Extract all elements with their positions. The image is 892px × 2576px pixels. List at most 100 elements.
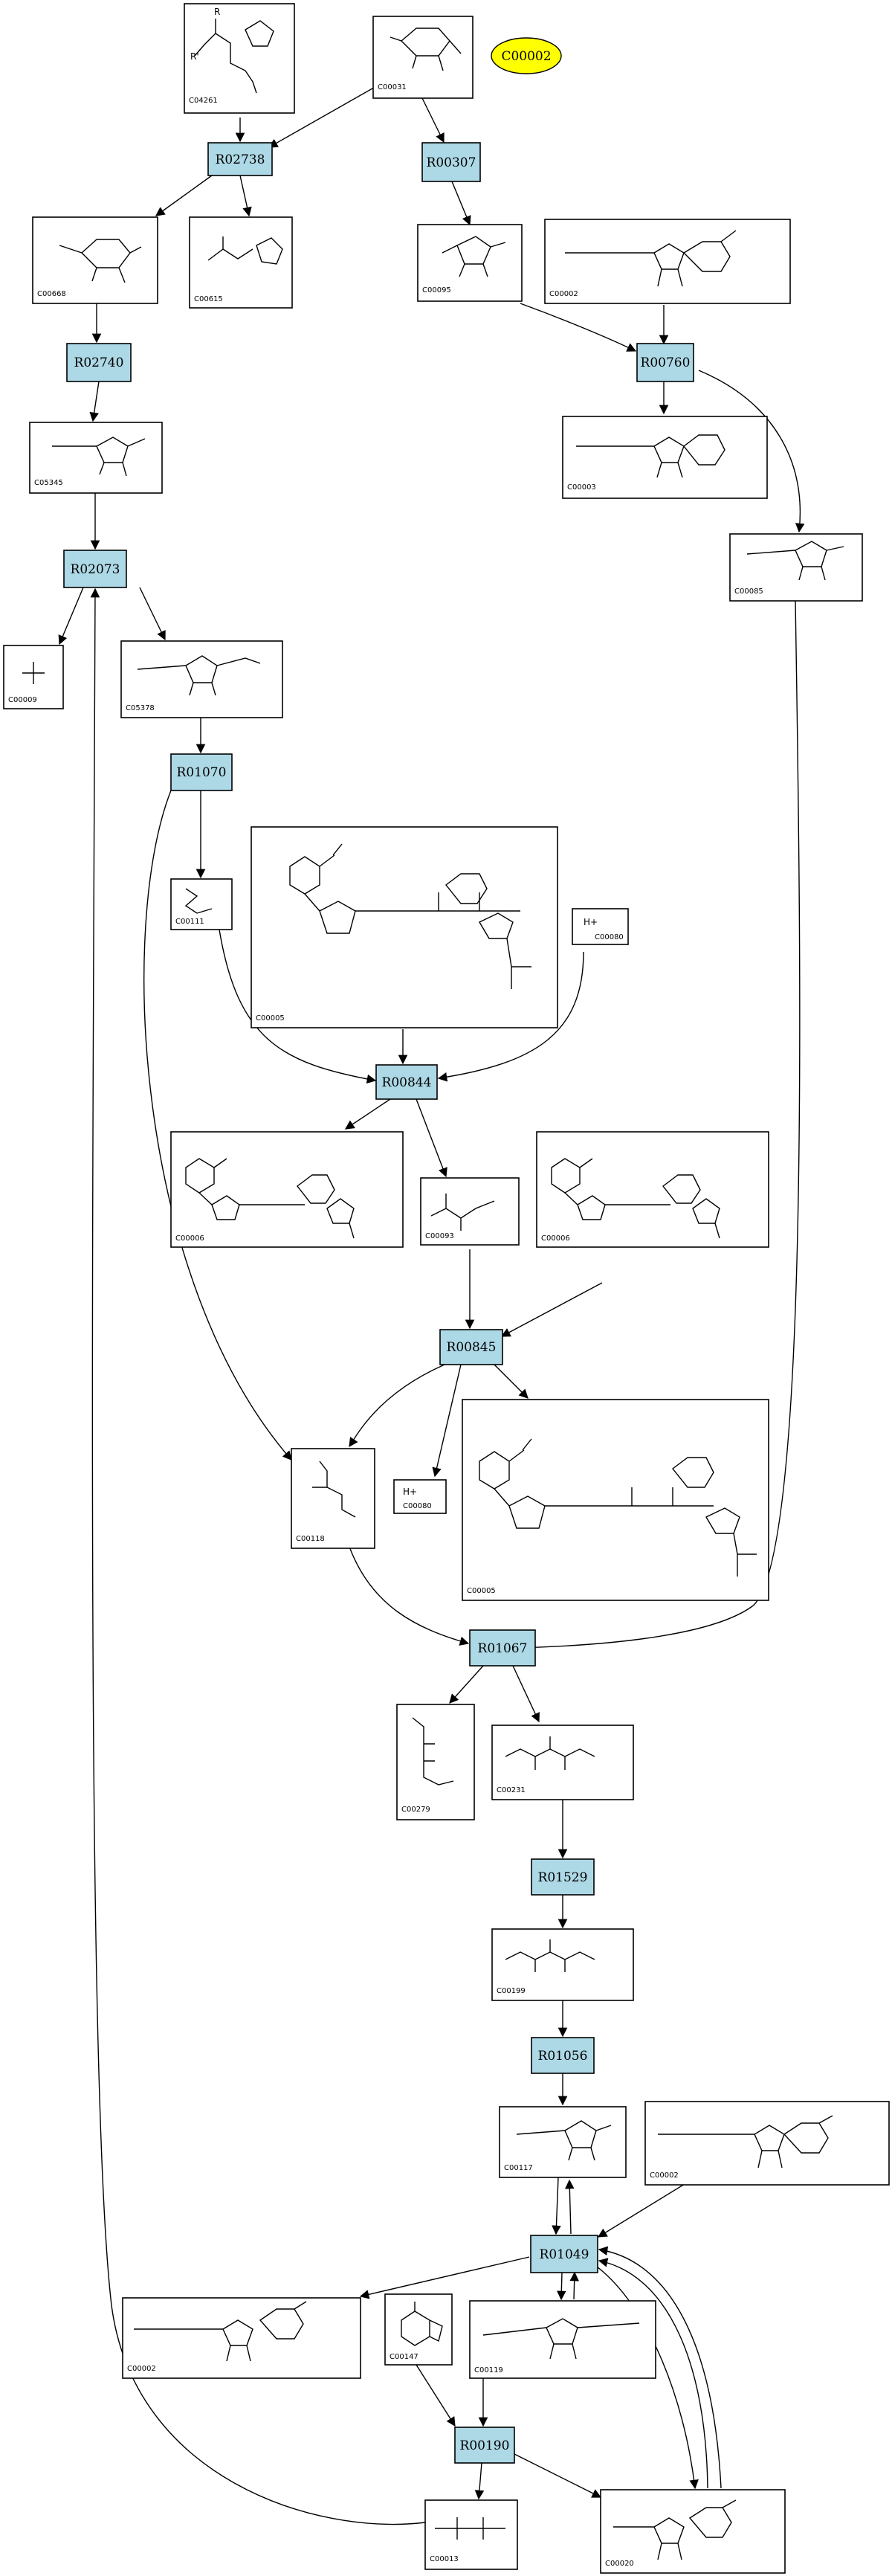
edge [511,600,801,1653]
compound-c00002-2[interactable]: C00002 [644,2101,890,2186]
compound-c00006-2[interactable]: C00006 [536,1131,769,1248]
structure-drawing [312,1461,356,1518]
compound-id: C00668 [37,290,66,298]
structure-drawing [289,843,531,989]
compound-c00080[interactable]: H+ C00080 [572,908,629,945]
reaction-node-r00844[interactable]: R00844 [375,1064,438,1100]
compound-c00111[interactable]: C00111 [170,878,233,930]
structure-drawing [516,2120,612,2161]
structure-drawing [565,230,737,287]
compound-c04261[interactable]: R R' C04261 [184,3,295,114]
reaction-node-r00760[interactable]: R00760 [636,343,694,382]
structure-formula: H+ [403,1487,417,1497]
reaction-node-r00190[interactable]: R00190 [454,2427,515,2464]
structure-drawing [401,2302,443,2346]
reaction-id: R01049 [540,2247,589,2262]
compound-c00095[interactable]: C00095 [417,224,523,302]
compound-c00080-2[interactable]: H+ C00080 [393,1479,447,1514]
compound-id: C00006 [541,1234,570,1243]
reaction-node-r01529[interactable]: R01529 [531,1858,595,1896]
structure-drawing [137,655,261,696]
compound-c00031[interactable]: C00031 [372,16,474,99]
compound-c00009[interactable]: C00009 [3,645,64,709]
edge [598,2246,722,2489]
reaction-id: R01529 [538,1870,588,1885]
compound-c00020[interactable]: C00020 [600,2489,786,2574]
compound-c00013[interactable]: C00013 [424,2499,518,2570]
edge [552,2177,561,2235]
reaction-id: R00845 [447,1340,497,1355]
edge [143,790,292,1461]
compound-id: C00005 [256,1014,285,1023]
compound-c00003[interactable]: C00003 [562,416,768,499]
compound-c00002[interactable]: C00002 [544,219,791,304]
compound-c05345[interactable]: C05345 [29,422,163,494]
structure-drawing [207,236,283,265]
compound-id: C04261 [189,97,218,105]
highlight-oval-c00002[interactable]: C00002 [491,37,562,74]
reaction-node-r01070[interactable]: R01070 [170,753,233,791]
structure-drawing [442,236,506,277]
compound-c00199[interactable]: C00199 [491,1928,634,2001]
compound-c00005[interactable]: C00005 [251,826,558,1028]
compound-c00118[interactable]: C00118 [291,1448,375,1549]
edge [698,370,805,533]
reaction-node-r02073[interactable]: R02073 [63,550,127,588]
compound-c00279[interactable]: C00279 [396,1704,475,1820]
reaction-node-r01056[interactable]: R01056 [531,2037,595,2074]
compound-c00117[interactable]: C00117 [499,2106,627,2178]
edge [432,1364,462,1478]
edge [565,2179,575,2235]
edge [500,1282,603,1337]
compound-id: C00080 [595,933,624,941]
compound-id: C05378 [126,704,155,712]
reaction-node-r02740[interactable]: R02740 [66,343,132,382]
structure-atom-label: R' [190,51,199,62]
compound-c00005-2[interactable]: C00005 [462,1399,769,1601]
reaction-node-r01067[interactable]: R01067 [469,1629,536,1667]
compound-c05378[interactable]: C05378 [120,640,283,718]
reaction-node-r02738[interactable]: R02738 [207,142,273,176]
compound-c00231[interactable]: C00231 [491,1725,634,1800]
structure-drawing [430,1194,495,1231]
reaction-node-r01049[interactable]: R01049 [530,2235,598,2273]
compound-id: C00002 [650,2171,679,2180]
compound-id: C00006 [175,1234,204,1243]
compound-id: C00093 [425,1232,454,1240]
edge [89,381,100,422]
structure-drawing [435,2517,505,2540]
edge [449,1665,484,1704]
edge [451,181,471,226]
edge [349,1546,470,1646]
structure-drawing [390,28,462,71]
edge [155,175,213,216]
structure-drawing [479,1438,757,1577]
compound-id: C00080 [403,1502,432,1510]
structure-drawing [746,541,844,581]
compound-c00147[interactable]: C00147 [384,2293,453,2366]
reaction-id: R00190 [460,2438,510,2453]
compound-c00119[interactable]: C00119 [469,2300,656,2379]
edge [557,2272,566,2301]
compound-c00085[interactable]: C00085 [729,533,863,602]
edge [520,303,637,352]
edge [416,2364,456,2427]
edge [598,2258,708,2489]
reaction-node-r00307[interactable]: R00307 [421,142,481,182]
reaction-id: R00760 [641,355,691,370]
structure-drawing [22,662,45,684]
compound-c00006[interactable]: C00006 [170,1131,404,1248]
reaction-node-r00845[interactable]: R00845 [439,1329,503,1365]
structure-drawing [412,1717,454,1786]
structure-drawing [551,1158,720,1239]
compound-id: C05345 [34,479,63,487]
compound-c00093[interactable]: C00093 [420,1177,520,1246]
compounds: R R' C04261 C00031 C00668 [3,3,890,2574]
structure-drawing [185,1158,355,1239]
compound-c00668[interactable]: C00668 [32,216,158,304]
compound-c00615[interactable]: C00615 [189,216,293,309]
edge [474,2462,485,2500]
compound-id: C00020 [605,2560,634,2568]
compound-c00002-3[interactable]: C00002 [122,2297,361,2379]
edge [90,587,426,2525]
